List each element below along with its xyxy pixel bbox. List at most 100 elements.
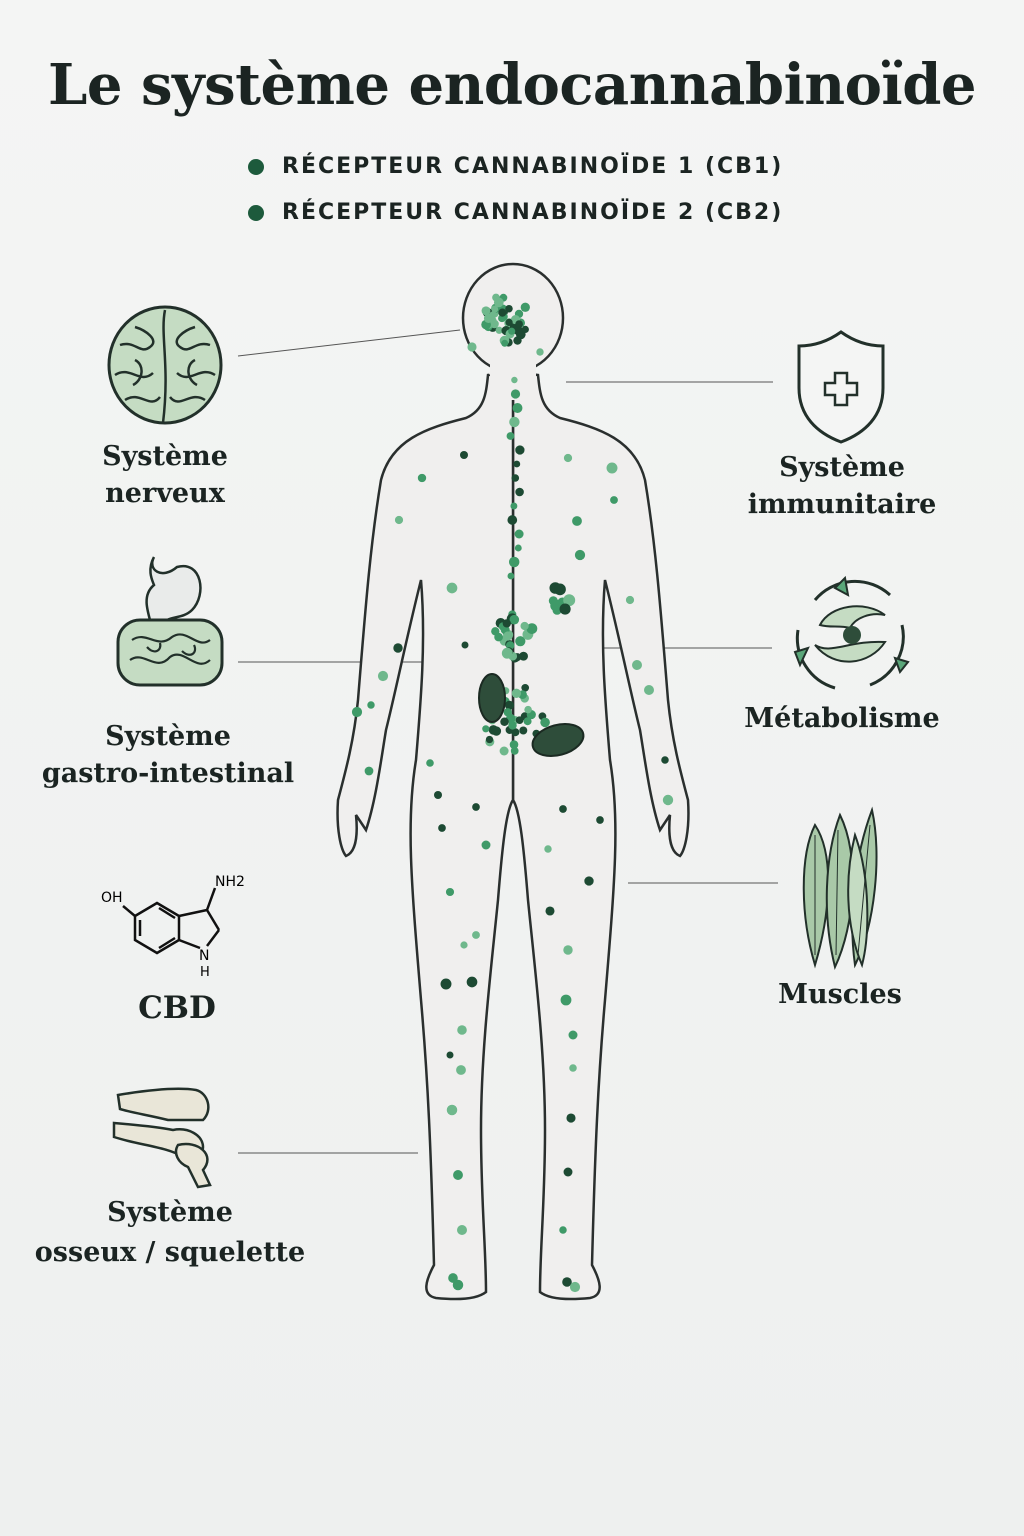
legend-label: RÉCEPTEUR CANNABINOÏDE 2 (CB2): [282, 200, 784, 225]
receptor-dot: [625, 595, 635, 605]
connector-nerveux: [237, 329, 461, 357]
receptor-dot: [509, 740, 519, 749]
receptor-dot: [584, 876, 594, 886]
cbd-molecule-icon: OH NH2 N H: [101, 874, 245, 980]
receptor-dot: [461, 641, 469, 649]
receptor-dot: [446, 1104, 458, 1116]
receptor-dot: [472, 803, 480, 811]
receptor-dot: [506, 432, 515, 440]
receptor-dot: [631, 659, 643, 671]
receptor-dot: [515, 320, 523, 328]
receptor-dot: [540, 717, 550, 728]
receptor-dot: [554, 583, 566, 596]
receptor-dot: [545, 906, 555, 916]
legend-item-cb2: RÉCEPTEUR CANNABINOÏDE 2 (CB2): [248, 200, 783, 225]
receptor-dot: [508, 721, 517, 730]
label-line: Muscles: [778, 979, 902, 1010]
receptor-dot: [501, 647, 513, 659]
receptor-dot: [446, 1051, 454, 1059]
receptor-dot: [445, 887, 455, 897]
receptor-dot: [507, 572, 515, 580]
receptor-dot: [610, 496, 618, 504]
receptor-dot: [514, 544, 522, 552]
receptor-dot: [569, 1064, 577, 1072]
receptor-dot: [511, 688, 522, 698]
n-label: N: [199, 948, 209, 964]
receptor-dot: [493, 297, 504, 308]
receptor-dot: [661, 756, 669, 764]
label-line: osseux / squelette: [34, 1237, 306, 1268]
stomach-intestine-icon: [116, 556, 224, 687]
receptor-dot: [559, 805, 567, 813]
receptor-dot: [572, 516, 582, 526]
receptor-dot: [510, 747, 519, 755]
legend-label: RÉCEPTEUR CANNABINOÏDE 1 (CB1): [282, 154, 784, 179]
receptor-dot: [460, 451, 468, 459]
connector-lines: [237, 329, 778, 1154]
label-cbd: CBD: [27, 990, 327, 1027]
receptor-dot: [563, 1167, 573, 1177]
receptor-dot: [511, 474, 520, 482]
receptor-dot: [500, 717, 509, 726]
receptor-dot: [494, 632, 503, 642]
oh-label: OH: [101, 890, 123, 906]
receptor-dot: [509, 614, 520, 625]
receptor-dot: [448, 1273, 458, 1283]
receptor-dot: [394, 515, 404, 525]
receptor-dot: [503, 631, 513, 641]
receptor-dot: [426, 759, 434, 767]
receptor-dot: [606, 462, 618, 474]
receptor-dot: [511, 376, 518, 384]
receptor-dot: [596, 816, 604, 824]
receptor-dot: [515, 636, 526, 647]
label-line: nerveux: [105, 478, 225, 509]
receptor-dot: [515, 487, 524, 497]
receptor-dot: [520, 302, 530, 312]
shield-cross-icon: [797, 330, 885, 444]
receptor-dot: [393, 643, 403, 653]
label-muscles: Muscles: [690, 976, 990, 1013]
receptor-dot: [562, 1277, 572, 1287]
receptor-dot: [453, 1170, 463, 1180]
receptor-dot: [510, 502, 518, 510]
receptor-dot: [467, 342, 477, 352]
receptor-dot: [560, 994, 572, 1006]
receptor-dot: [507, 515, 518, 525]
receptor-dot: [559, 603, 571, 615]
receptor-dot: [568, 1030, 578, 1040]
receptor-dot: [524, 705, 532, 714]
receptor-dot: [521, 325, 529, 334]
receptor-dot: [515, 445, 525, 455]
receptor-dot: [485, 735, 494, 744]
bone-joint-icon: [112, 1087, 212, 1189]
receptor-dot: [566, 1113, 576, 1123]
receptor-dot: [501, 339, 509, 347]
legend-item-cb1: RÉCEPTEUR CANNABINOÏDE 1 (CB1): [248, 154, 783, 179]
receptor-dot: [417, 473, 427, 483]
receptor-dot: [490, 319, 499, 329]
receptor-dot: [456, 1065, 466, 1075]
receptor-dot: [520, 621, 529, 631]
brain-icon: [107, 305, 223, 425]
receptor-dot: [559, 1226, 567, 1234]
receptor-dot: [456, 1224, 468, 1236]
receptor-dot: [505, 318, 513, 327]
label-line: Métabolisme: [744, 703, 940, 734]
h-label: H: [200, 965, 210, 980]
receptor-dot: [504, 700, 515, 710]
label-line: Système: [779, 452, 905, 483]
receptor-dot: [440, 978, 452, 990]
receptor-dot: [509, 416, 520, 428]
receptor-dot: [512, 403, 523, 413]
receptor-dot: [377, 670, 389, 682]
receptor-dot: [452, 1279, 464, 1291]
receptor-dot: [472, 931, 480, 939]
receptor-dot: [544, 845, 552, 853]
receptor-dot: [526, 623, 538, 634]
receptor-dot: [446, 582, 458, 594]
receptor-dot: [505, 304, 513, 313]
receptor-dot: [499, 746, 509, 756]
receptor-dot: [569, 1281, 581, 1293]
